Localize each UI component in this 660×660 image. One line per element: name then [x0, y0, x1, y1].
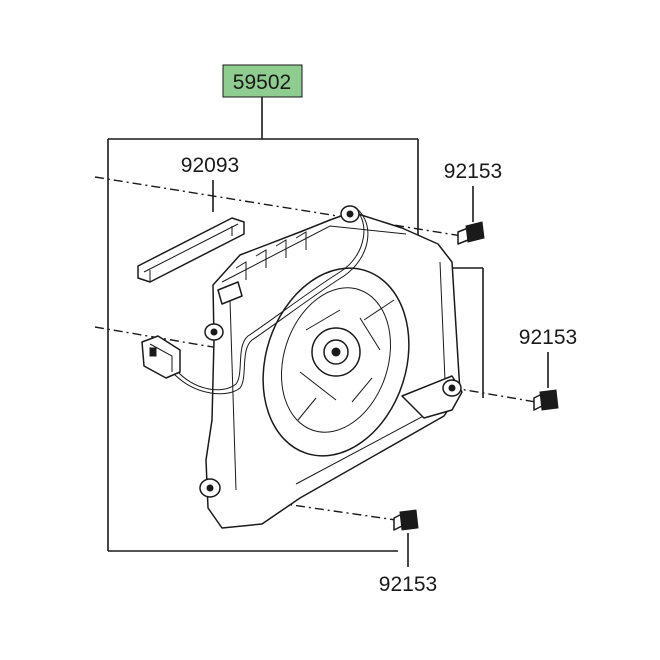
bolt-mid-right [533, 389, 559, 411]
callout-92153-top[interactable]: 92153 [444, 160, 502, 183]
fan-icon [262, 267, 410, 457]
assembly-part-number: 59502 [233, 71, 291, 94]
bolt-top-right [457, 221, 485, 245]
assembly-bracket-lines [107, 97, 484, 552]
bolt-bottom [393, 509, 419, 531]
callout-92153-right[interactable]: 92153 [519, 326, 577, 349]
wiring-harness [173, 205, 369, 395]
connector-icon [141, 335, 181, 379]
assembly-highlight [222, 64, 303, 98]
callout-92153-bottom[interactable]: 92153 [379, 573, 437, 596]
callout-92093[interactable]: 92093 [181, 154, 239, 177]
mounting-points [199, 205, 462, 498]
wire-clamp-bracket [137, 217, 245, 283]
assembly-callout[interactable]: 59502 [222, 64, 303, 98]
